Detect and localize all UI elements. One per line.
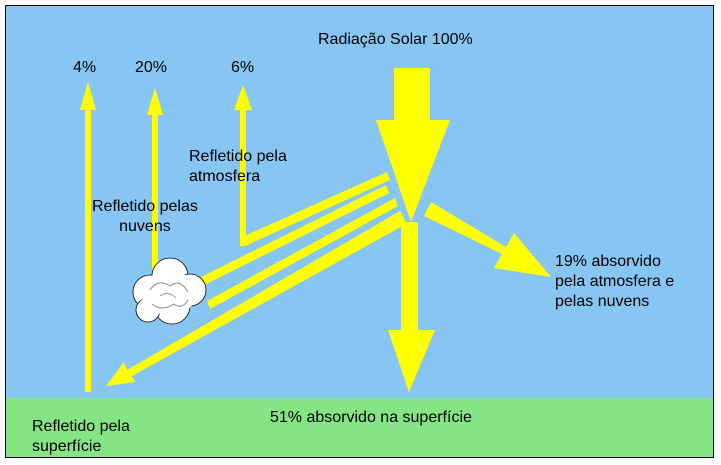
- incoming-radiation-label: Radiação Solar 100%: [318, 31, 473, 48]
- reflected-atmosphere-label: Refletido pela atmosfera: [189, 148, 287, 185]
- absorbed-surface-label: 51% absorvido na superfície: [270, 409, 472, 426]
- surface-reflection-vertical: [80, 82, 96, 392]
- atmosphere-absorption-arrow: [424, 202, 551, 277]
- reflected-clouds-label: Refletido pelas nuvens: [92, 198, 198, 235]
- cloud-icon: [132, 257, 207, 325]
- surface-absorption-arrow: [388, 222, 435, 392]
- frame-border: [5, 5, 714, 458]
- reflected-surface-label: Refletido pela superfície: [32, 418, 130, 455]
- surface-reflection-percent: 4%: [73, 59, 97, 76]
- cloud-reflection-vertical: [147, 88, 163, 270]
- cloud-reflection-percent: 20%: [135, 59, 168, 76]
- atmosphere-reflection-vertical: [234, 85, 252, 246]
- ground: [6, 398, 713, 457]
- surface-reflection-diagonal: [106, 211, 406, 386]
- absorbed-atmosphere-label: 19% absorvido pela atmosfera e pelas nuv…: [555, 253, 675, 310]
- cloud-reflection-diagonal-lower: [207, 198, 398, 309]
- cloud-reflection-diagonal-upper: [193, 185, 389, 289]
- atmosphere-reflection-diagonal: [240, 172, 390, 246]
- incoming-radiation-arrow: [376, 68, 450, 222]
- atmosphere-reflection-percent: 6%: [231, 59, 255, 76]
